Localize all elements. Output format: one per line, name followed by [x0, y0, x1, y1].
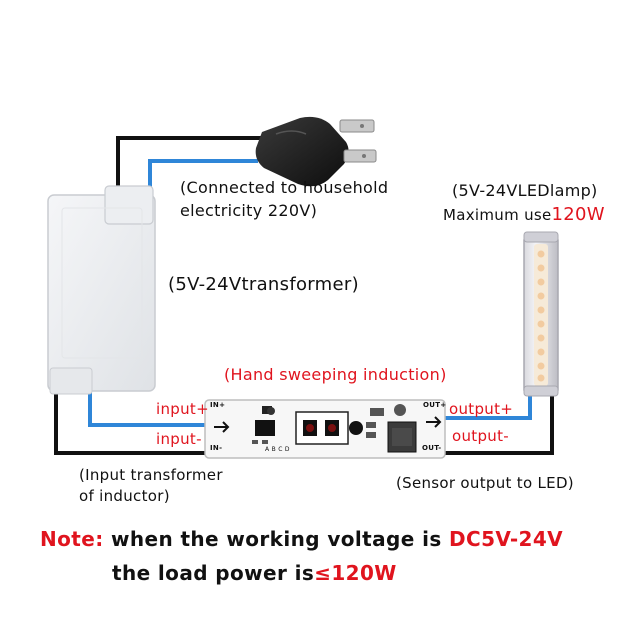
led-lamp-bar [523, 231, 559, 397]
output-plus-blue-wire [432, 392, 532, 420]
note-prefix: Note: [40, 527, 104, 551]
note-voltage-value: DC5V-24V [449, 527, 564, 551]
lamp-max-label: Maximum use120W [443, 204, 605, 225]
input-plus-label: input+ [156, 400, 209, 418]
pcb-in-minus: IN- [210, 444, 223, 452]
output-arrow-icon [426, 416, 442, 428]
input-transformer-label-line1: (Input transformer [79, 466, 223, 484]
transformer-label: (5V-24Vtransformer) [168, 274, 359, 295]
note-power-value: ≤120W [314, 561, 397, 585]
household-label-line1: (Connected to household [180, 178, 389, 197]
pcb-code: A B C D [265, 446, 290, 453]
household-label-line2: electricity 220V) [180, 201, 318, 220]
sensor-pcb [204, 399, 446, 459]
output-minus-black-wire [432, 392, 554, 455]
mains-black-wire [116, 136, 272, 200]
pcb-in-plus: IN+ [210, 401, 226, 409]
note-line1: Note: when the working voltage is DC5V-2… [40, 527, 563, 551]
input-minus-label: input- [156, 430, 202, 448]
output-wires [432, 392, 554, 455]
sensor-output-label: (Sensor output to LED) [396, 474, 574, 492]
pcb-out-minus: OUT- [422, 444, 442, 452]
lamp-max-value: 120W [551, 204, 605, 225]
input-arrow-icon [214, 421, 230, 433]
hand-sweeping-label: (Hand sweeping induction) [224, 365, 447, 384]
note-line2: the load power is≤120W [112, 561, 397, 585]
output-minus-label: output- [452, 427, 509, 445]
output-plus-label: output+ [449, 400, 514, 418]
lamp-label-line1: (5V-24VLEDlamp) [452, 181, 598, 200]
pcb-out-plus: OUT+ [423, 401, 447, 409]
transformer-box [47, 185, 156, 395]
lamp-max-prefix: Maximum use [443, 206, 552, 224]
input-transformer-label-line2: of inductor) [79, 487, 170, 505]
note-line1-text: when the working voltage is [103, 527, 449, 551]
note-line2-text: the load power is [112, 561, 315, 585]
input-wires [54, 385, 215, 455]
input-plus-blue-wire [88, 385, 215, 427]
power-plug-icon [255, 116, 377, 187]
input-minus-black-wire [54, 385, 215, 455]
